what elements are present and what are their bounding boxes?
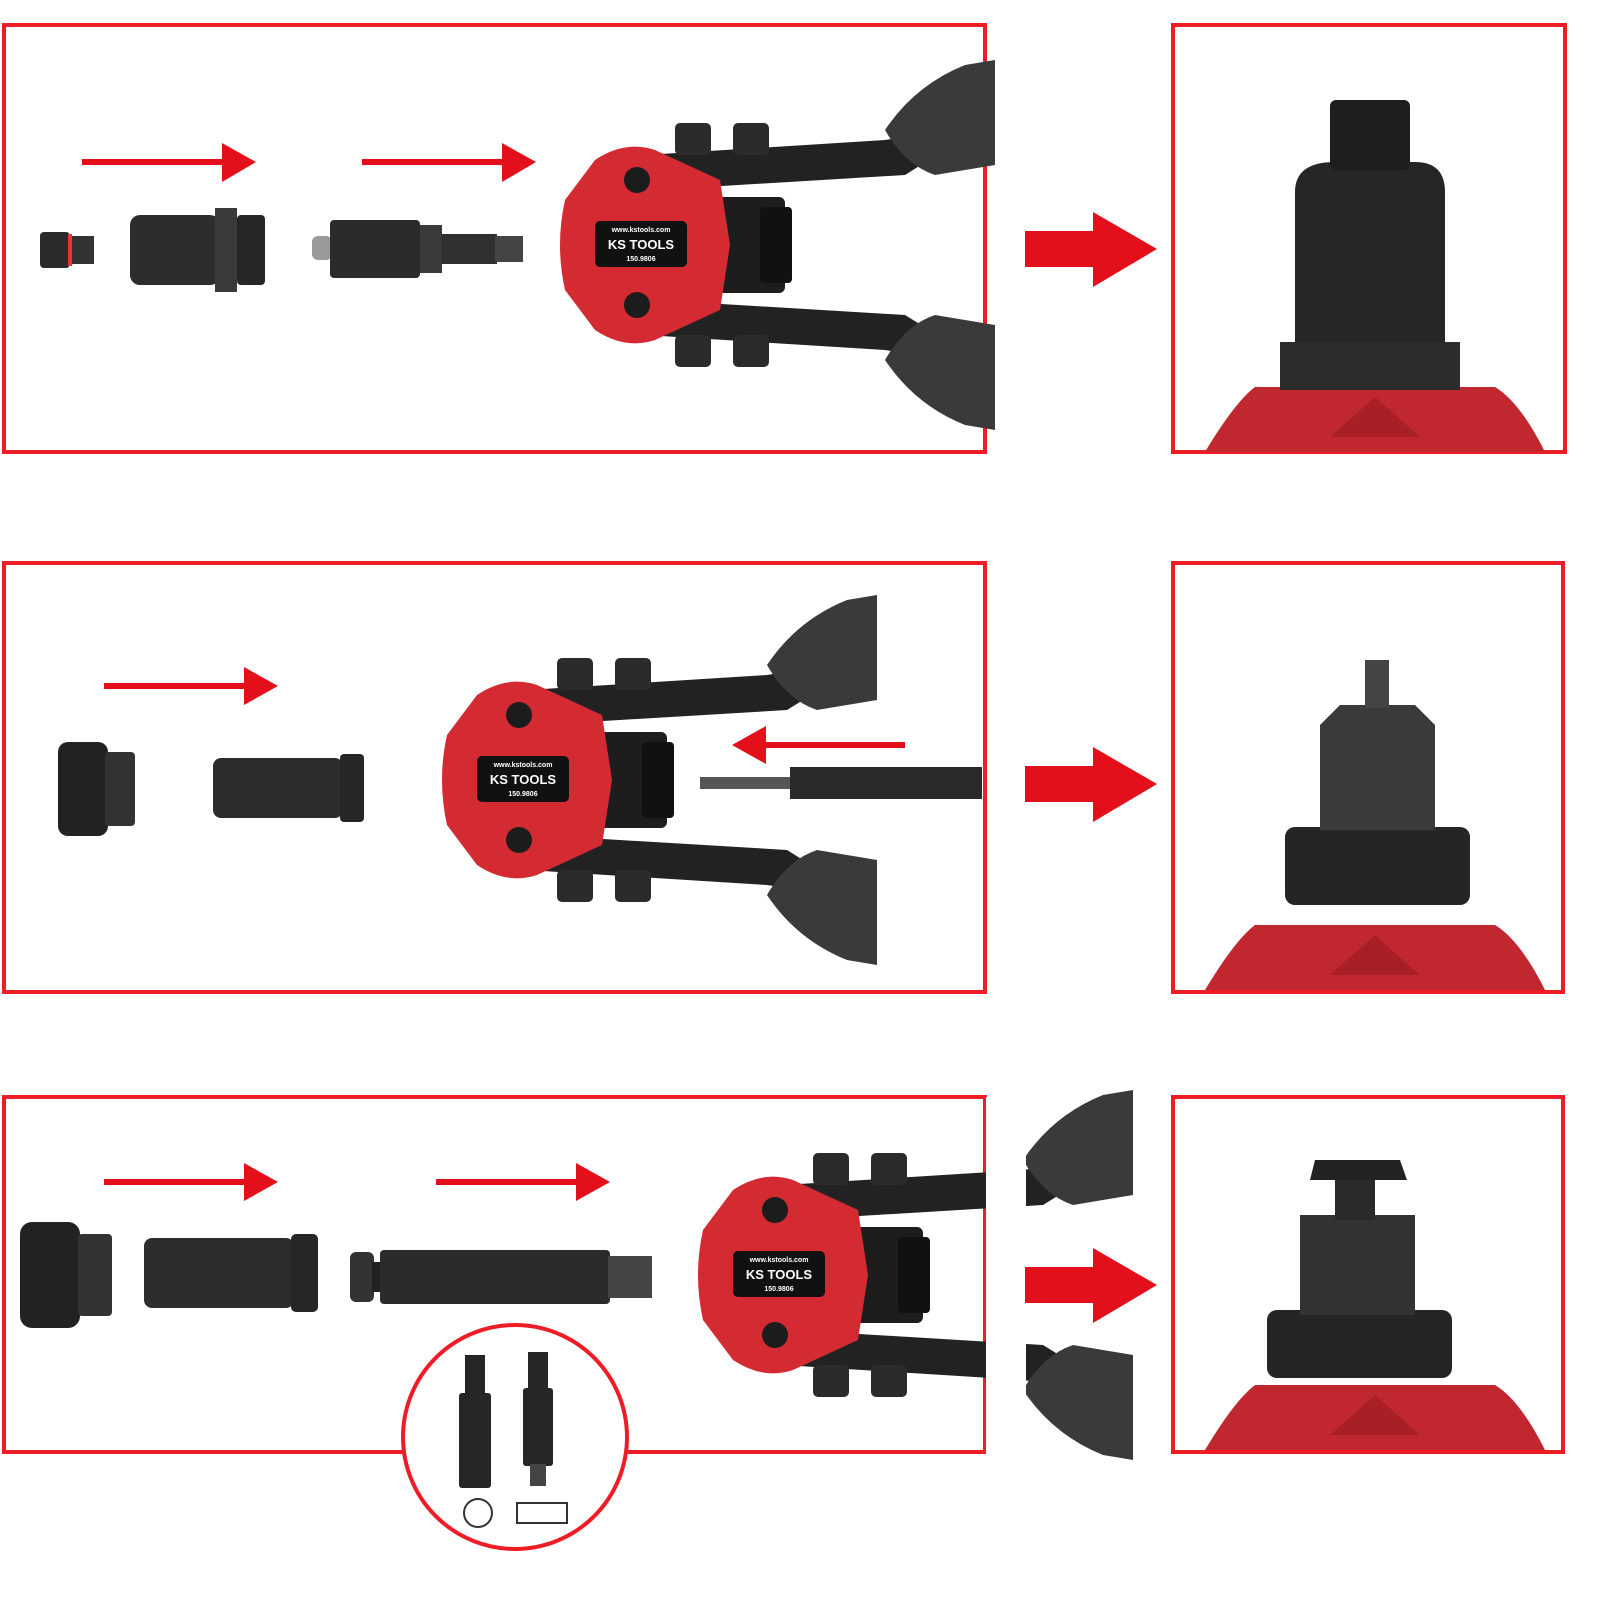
big-arrow-icon bbox=[1025, 1248, 1157, 1323]
label-url: www.kstools.com bbox=[611, 227, 671, 234]
mandrel-variant-round bbox=[459, 1355, 491, 1488]
big-arrow-icon bbox=[1025, 212, 1157, 287]
rivet-tool: www.kstools.com KS TOOLS 150.9806 bbox=[560, 60, 995, 430]
nozzle-part bbox=[40, 232, 94, 268]
step2-closeup bbox=[1205, 660, 1545, 990]
sleeve-part bbox=[213, 754, 364, 822]
mandrel-part bbox=[312, 220, 523, 278]
mandrel-variant-rect bbox=[523, 1352, 553, 1486]
arrow-right-icon bbox=[104, 1163, 278, 1201]
mandrel-rod-part bbox=[700, 767, 982, 799]
nosepiece-part bbox=[130, 208, 265, 292]
step1-frame bbox=[2, 23, 987, 454]
arrow-left-icon bbox=[732, 726, 905, 764]
label-url: www.kstools.com bbox=[749, 1257, 809, 1264]
big-arrow-icon bbox=[1025, 747, 1157, 822]
mandrel-variants-inset bbox=[401, 1323, 629, 1551]
rivet-tool: www.kstools.com KS TOOLS 150.9806 bbox=[442, 595, 877, 965]
sleeve-part bbox=[144, 1234, 318, 1312]
step3-closeup bbox=[1205, 1160, 1545, 1450]
label-brand: KS TOOLS bbox=[746, 1267, 813, 1282]
mandrel-part bbox=[350, 1250, 652, 1304]
step1-closeup bbox=[1205, 100, 1545, 452]
label-brand: KS TOOLS bbox=[490, 772, 557, 787]
step3-frame-mask bbox=[986, 1097, 1026, 1457]
arrow-right-icon bbox=[436, 1163, 610, 1201]
label-part-number: 150.9806 bbox=[508, 791, 537, 798]
rectangular-profile-icon bbox=[516, 1502, 568, 1524]
arrow-right-icon bbox=[82, 143, 256, 182]
label-part-number: 150.9806 bbox=[764, 1286, 793, 1293]
label-brand: KS TOOLS bbox=[608, 237, 675, 252]
arrow-right-icon bbox=[104, 667, 278, 705]
rivet-tool: www.kstools.com KS TOOLS 150.9806 bbox=[698, 1090, 1133, 1460]
nose-nut-part bbox=[20, 1222, 112, 1328]
nose-nut-part bbox=[58, 742, 135, 836]
label-part-number: 150.9806 bbox=[626, 256, 655, 263]
arrow-right-icon bbox=[362, 143, 536, 182]
step2-frame bbox=[2, 561, 987, 994]
label-url: www.kstools.com bbox=[493, 762, 553, 769]
round-profile-icon bbox=[463, 1498, 493, 1528]
